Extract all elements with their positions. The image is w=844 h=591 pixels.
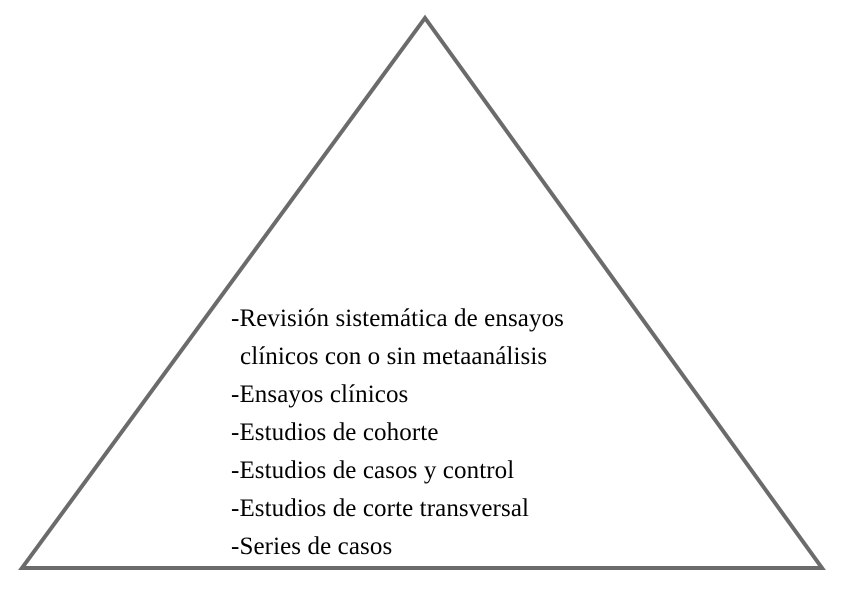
bullet-dash: - — [231, 305, 240, 332]
bullet-dash: - — [231, 457, 240, 484]
list-item-label: Ensayos clínicos — [239, 381, 409, 408]
bullet-dash: - — [231, 419, 240, 446]
bullet-dash: - — [231, 533, 240, 560]
list-item: -Revisión sistemática de ensayos clínico… — [231, 300, 651, 376]
list-item-label-continued: clínicos con o sin metaanálisis — [240, 343, 548, 370]
triangle-outline — [18, 14, 826, 570]
bullet-dash: - — [231, 495, 240, 522]
evidence-levels-list: -Revisión sistemática de ensayos clínico… — [231, 300, 651, 566]
list-item-label: Estudios de casos y control — [239, 457, 515, 484]
list-item-label: Revisión sistemática de ensayos — [239, 305, 564, 332]
list-item: -Estudios de corte transversal — [231, 490, 651, 528]
list-item-label: Estudios de corte transversal — [239, 495, 530, 522]
bullet-dash: - — [231, 381, 240, 408]
list-item: -Estudios de cohorte — [231, 414, 651, 452]
list-item-label: Series de casos — [239, 533, 393, 560]
list-item: -Series de casos — [231, 528, 651, 566]
list-item-label: Estudios de cohorte — [239, 419, 439, 446]
list-item: -Estudios de casos y control — [231, 452, 651, 490]
list-item: -Ensayos clínicos — [231, 376, 651, 414]
